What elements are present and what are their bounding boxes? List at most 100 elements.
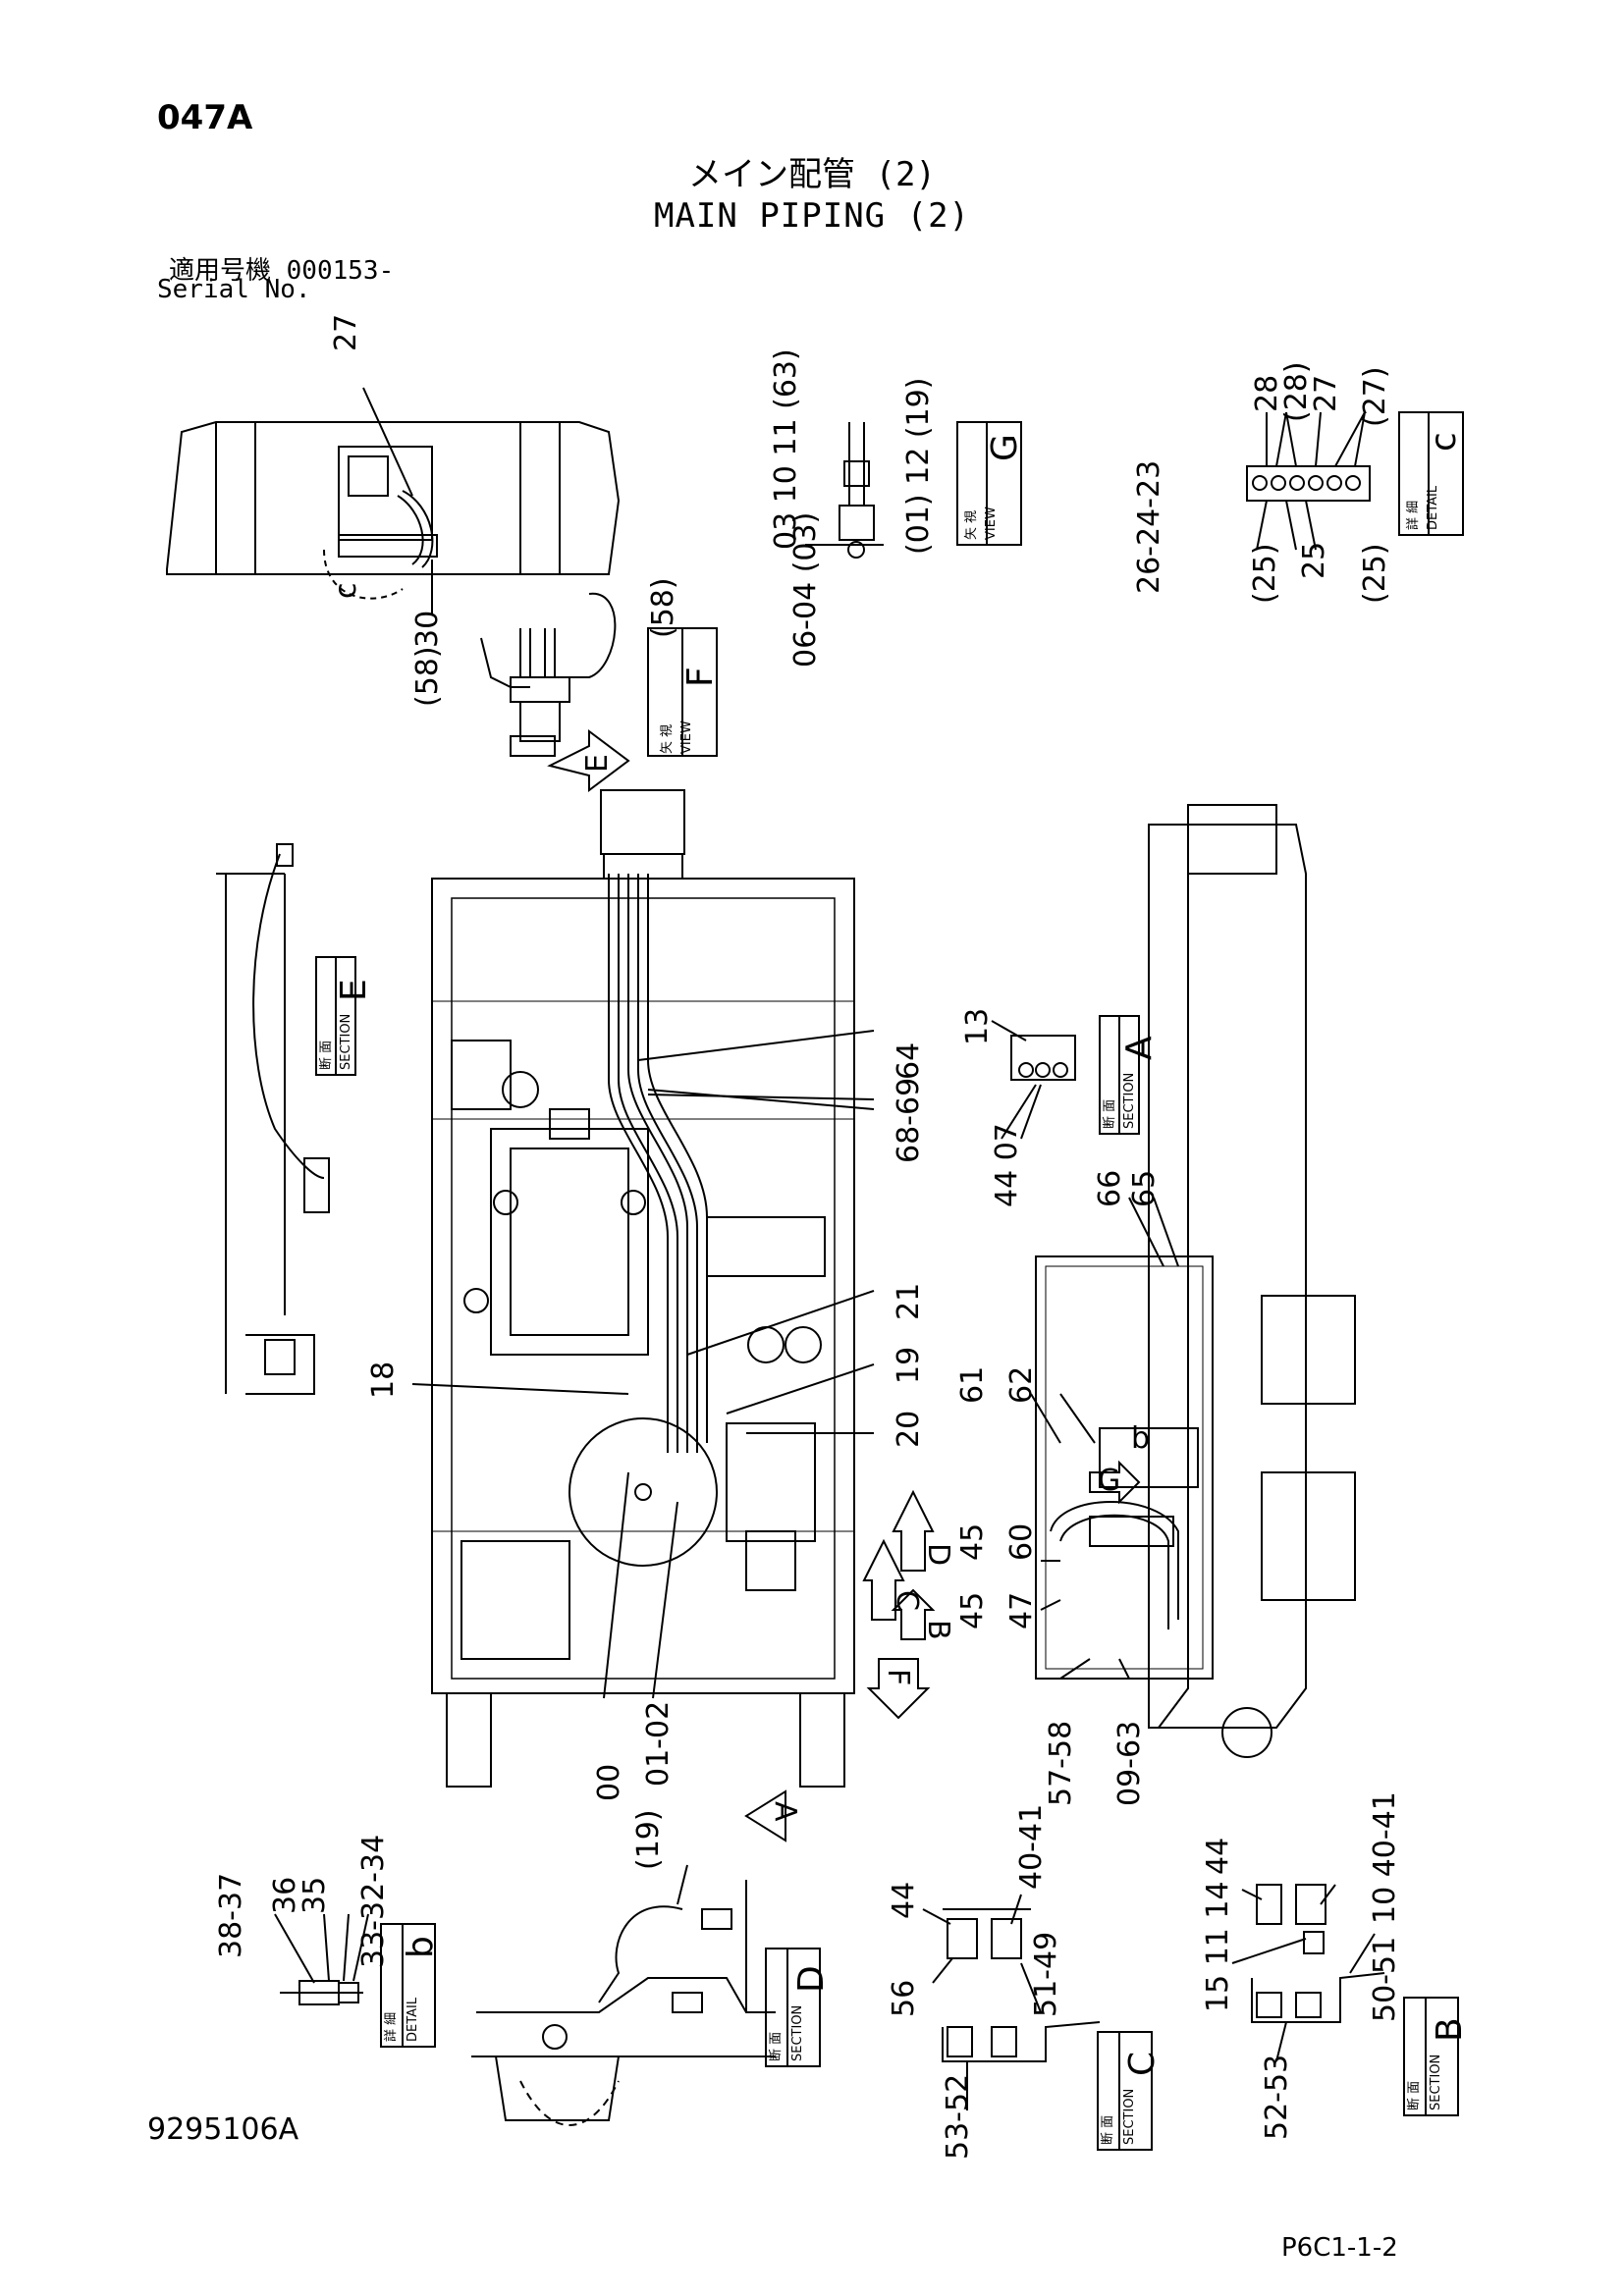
detail-b-drawing [274, 1913, 369, 2005]
section-b-en: SECTION [1429, 2055, 1443, 2110]
detail-b-en: DETAIL [406, 1997, 420, 2042]
section-a-box [1099, 1015, 1140, 1135]
label-sc-56: 56 [887, 1980, 921, 2017]
label-c-26-24-23: 26-24-23 [1132, 460, 1166, 594]
view-g-letter: G [985, 434, 1025, 461]
label-20: 20 [892, 1411, 926, 1448]
view-f-box [647, 627, 718, 757]
arrow-b [891, 1588, 936, 1640]
section-c-en: SECTION [1122, 2089, 1137, 2145]
section-c-jp: 断 面 [1101, 2115, 1115, 2145]
detail-b-jp: 詳 細 [383, 2012, 399, 2042]
label-47: 47 [1004, 1592, 1039, 1629]
detail-c-box [1398, 411, 1464, 536]
view-f-letter: F [680, 667, 721, 687]
section-e-letter: E [334, 979, 374, 1001]
label-sb-52-53: 52-53 [1260, 2055, 1294, 2140]
label-sc-40-41: 40-41 [1014, 1804, 1049, 1890]
page-title-english: MAIN PIPING (2) [653, 196, 971, 236]
label-sb-10-40-41: 10 40-41 [1368, 1791, 1402, 1924]
arrow-c [862, 1538, 905, 1621]
label-33-32-34: 33-32-34 [356, 1835, 391, 1968]
view-f-jp: 矢 視 [660, 724, 675, 754]
label-18: 18 [366, 1362, 401, 1399]
label-38-37: 38-37 [214, 1873, 248, 1958]
detail-b-box [380, 1923, 436, 2048]
arrow-e [547, 729, 630, 792]
label-61: 61 [955, 1366, 990, 1404]
view-g-drawing [805, 422, 884, 559]
section-a-en: SECTION [1122, 1073, 1137, 1129]
label-sb-50-51: 50-51 [1368, 1937, 1402, 2022]
label-g-06-04-03: 06-04 (03) [788, 512, 823, 667]
label-36: 36 [268, 1877, 302, 1914]
label-45-lower: 45 [955, 1592, 990, 1629]
arrow-f [866, 1658, 931, 1720]
section-e-en: SECTION [339, 1014, 353, 1070]
section-a-letter: A [1119, 1036, 1160, 1060]
label-60: 60 [1004, 1523, 1039, 1561]
section-c-letter: C [1122, 2052, 1163, 2076]
detail-c-drawing [1246, 411, 1371, 551]
view-g-jp: 矢 視 [964, 510, 979, 540]
section-b-jp: 断 面 [1407, 2081, 1422, 2110]
label-c-27: 27 [1309, 375, 1343, 412]
arrow-a-letter: A [768, 1801, 802, 1822]
top-frame-view [166, 387, 621, 614]
label-g-01-12-19: (01) 12 (19) [901, 378, 936, 555]
section-d-en: SECTION [790, 2005, 805, 2061]
label-68-69: 68-69 [892, 1078, 926, 1163]
label-19: 19 [892, 1347, 926, 1384]
label-b-small: b [1131, 1421, 1150, 1456]
section-e-jp: 断 面 [319, 1041, 334, 1070]
label-64: 64 [892, 1042, 926, 1080]
label-00: 00 [592, 1764, 626, 1801]
label-d-19: (19) [631, 1809, 666, 1870]
section-c-box [1097, 2031, 1153, 2151]
label-57-58: 57-58 [1044, 1721, 1078, 1806]
section-d-drawing [471, 1864, 776, 2126]
arrow-b-letter: B [921, 1620, 955, 1640]
label-27-top: 27 [329, 314, 363, 351]
view-f-drawing [480, 592, 617, 757]
label-sc-53-52: 53-52 [941, 2074, 975, 2160]
label-09-63: 09-63 [1112, 1721, 1147, 1806]
page-title-japanese: メイン配管 (2) [688, 155, 936, 194]
label-01-02: 01-02 [641, 1701, 676, 1787]
label-sc-44: 44 [887, 1882, 921, 1919]
label-44-07: 44 07 [990, 1123, 1024, 1207]
detail-c-en: DETAIL [1426, 485, 1440, 530]
label-30: 30 [410, 611, 445, 648]
label-65: 65 [1127, 1170, 1162, 1207]
section-e-box [315, 956, 356, 1076]
section-d-box [765, 1948, 821, 2067]
section-d-jp: 断 面 [769, 2032, 784, 2061]
top-frame-labels: 27 c 30 (58) (58) [329, 314, 680, 707]
section-b-box [1403, 1997, 1459, 2116]
section-a-jp: 断 面 [1103, 1099, 1117, 1129]
label-c-25: 25 [1297, 542, 1331, 579]
label-21: 21 [892, 1283, 926, 1320]
label-58-left: (58) [410, 646, 445, 707]
label-c-p27: (27) [1358, 366, 1392, 427]
section-b-drawing [1231, 1884, 1385, 2062]
detail-c-jp: 詳 細 [1405, 501, 1421, 530]
arrow-g-small [1089, 1460, 1141, 1505]
label-sb-44: 44 [1201, 1838, 1235, 1875]
section-e-drawing [216, 843, 330, 1395]
arrow-a [744, 1789, 786, 1842]
label-c-p25a: (25) [1248, 543, 1282, 604]
serial-label-japanese: 適用号機 000153- [169, 256, 395, 286]
drawing-code: 047A [157, 98, 253, 137]
serial-label-english: Serial No. [157, 275, 311, 304]
label-sb-15-11-14: 15 11 14 [1201, 1881, 1235, 2012]
label-35: 35 [298, 1877, 332, 1914]
label-c-28: 28 [1250, 375, 1284, 412]
view-f-en: VIEW [679, 721, 694, 754]
detail-c-letter: c [1424, 432, 1464, 452]
label-c-p25b: (25) [1358, 543, 1392, 604]
label-g-03-10-11-63: 03 10 11 (63) [769, 348, 803, 550]
main-plan-view [411, 789, 875, 1788]
section-a-drawing [991, 1020, 1076, 1140]
